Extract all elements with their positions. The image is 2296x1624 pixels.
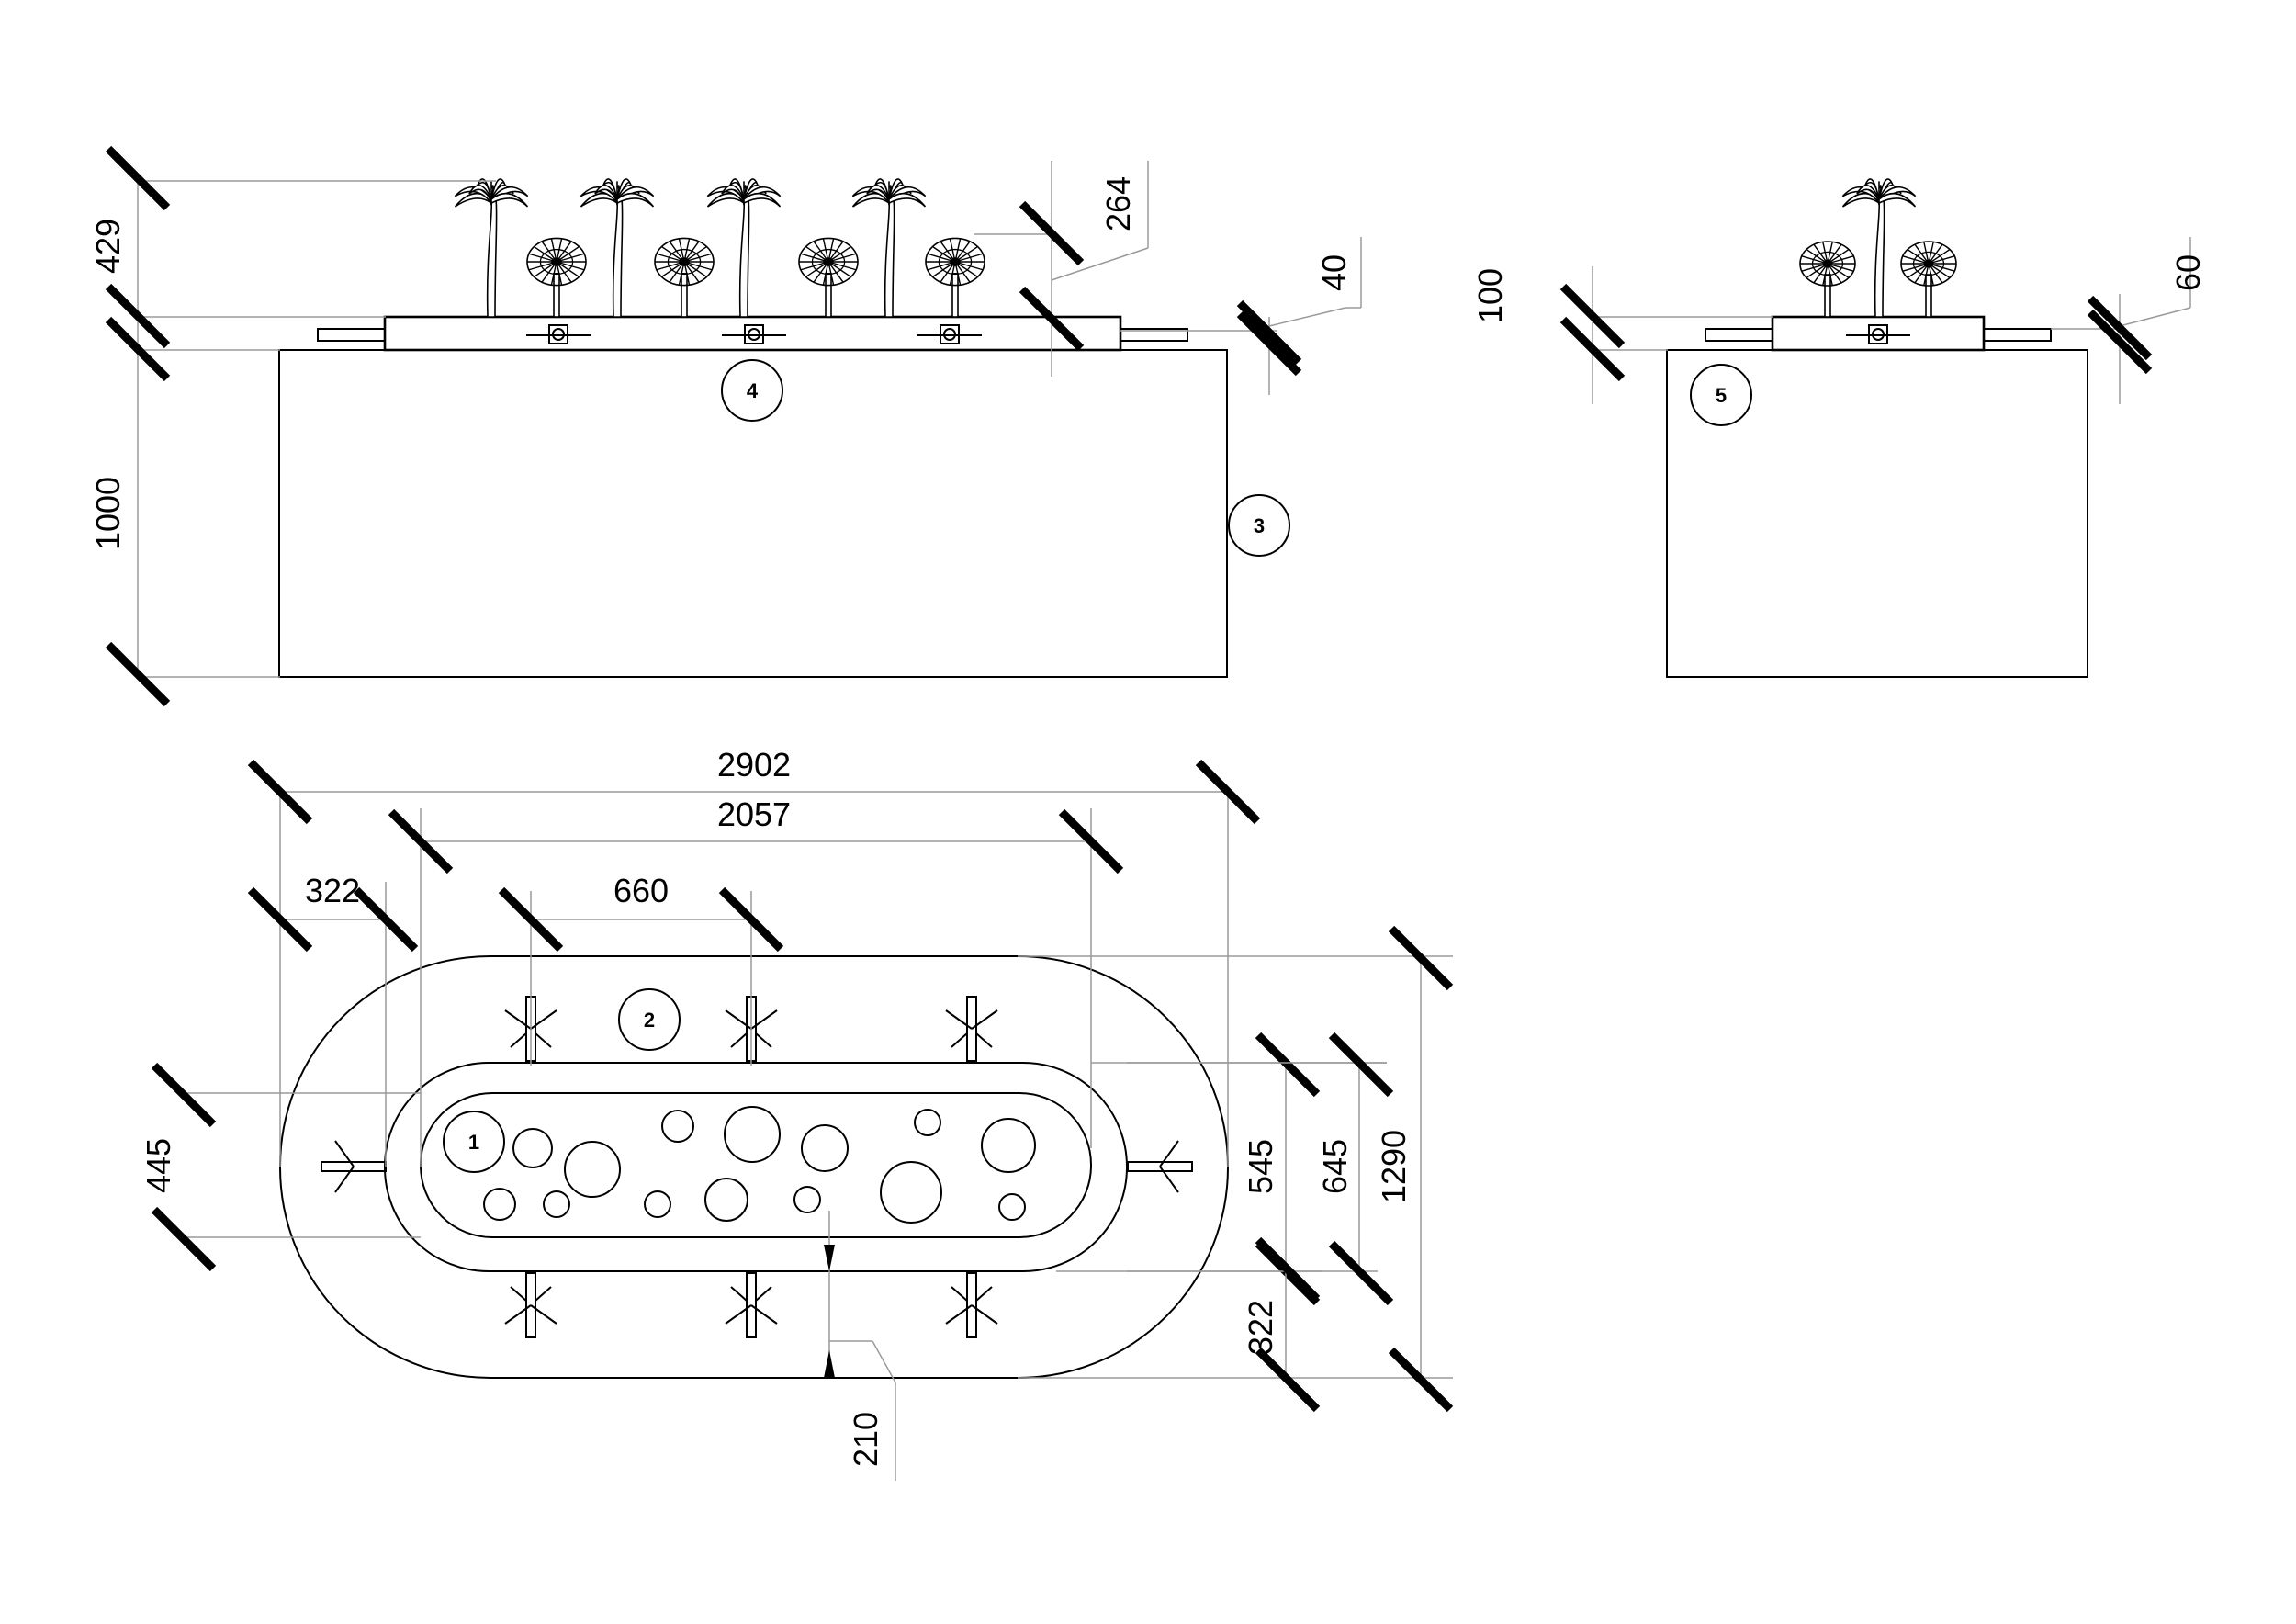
support-bottom-3 xyxy=(945,1272,998,1338)
drainage-hole-14 xyxy=(998,1193,1026,1221)
dim-end-offset: 322 xyxy=(305,872,360,909)
tall-palm-4 xyxy=(851,178,927,318)
front-plants xyxy=(454,178,985,318)
svg-text:3: 3 xyxy=(1254,514,1265,537)
svg-text:2: 2 xyxy=(644,1009,655,1032)
dim-lip-front: 40 xyxy=(1315,254,1353,291)
dim-post-spacing: 660 xyxy=(613,872,669,909)
tall-palm-1 xyxy=(454,178,529,318)
dim-bottom-offset: 322 xyxy=(1242,1300,1279,1355)
front-rail-arm-left xyxy=(317,328,386,342)
drainage-hole-4 xyxy=(724,1106,781,1163)
dim-box-height: 1000 xyxy=(89,477,127,550)
callout-1: 1 xyxy=(443,1111,505,1173)
side-fan-palm-left xyxy=(1799,241,1856,318)
front-elevation-dimensions: 429 1000 264 40 4 3 xyxy=(89,145,1362,707)
drainage-hole-1 xyxy=(512,1128,553,1168)
dim-overall-width: 1290 xyxy=(1375,1130,1412,1203)
side-rail-arm-left xyxy=(1705,328,1773,342)
plan-outer-rim xyxy=(279,955,1229,1379)
tall-palm-3 xyxy=(706,178,782,318)
support-right xyxy=(1127,1140,1193,1193)
dim-rail-height-side: 100 xyxy=(1471,268,1509,323)
fan-palm-4 xyxy=(925,237,985,318)
side-tall-palm xyxy=(1841,178,1917,318)
support-bottom-1 xyxy=(504,1272,557,1338)
support-bottom-2 xyxy=(725,1272,778,1338)
drainage-hole-10 xyxy=(644,1190,671,1218)
front-elevation xyxy=(278,178,1228,678)
support-left xyxy=(321,1140,387,1193)
dim-plant-height: 429 xyxy=(89,219,127,274)
dim-rim-width: 645 xyxy=(1316,1139,1354,1194)
front-top-rail xyxy=(383,315,1122,352)
dim-inner-width: 545 xyxy=(1242,1139,1279,1194)
callout-4: 4 xyxy=(721,359,783,422)
gap-arrow-top xyxy=(824,1245,835,1271)
drainage-hole-11 xyxy=(704,1178,748,1222)
front-clamps xyxy=(526,324,982,344)
side-clamp xyxy=(1846,324,1910,344)
fan-palm-3 xyxy=(798,237,859,318)
dim-rail-height-front: 264 xyxy=(1099,176,1137,231)
drainage-hole-8 xyxy=(483,1188,516,1221)
support-top-3 xyxy=(945,996,998,1062)
fan-palm-1 xyxy=(526,237,587,318)
drainage-hole-3 xyxy=(661,1110,694,1143)
plan-view: 1 2 xyxy=(279,955,1229,1379)
callout-5: 5 xyxy=(1690,364,1752,426)
drainage-hole-13 xyxy=(880,1161,942,1224)
drainage-hole-12 xyxy=(793,1186,821,1213)
dim-lip-side: 60 xyxy=(2169,254,2207,291)
dim-gap: 210 xyxy=(847,1412,884,1467)
dim-overall-length: 2902 xyxy=(717,746,791,784)
front-rail-arm-right xyxy=(1120,328,1188,342)
drainage-hole-2 xyxy=(564,1141,621,1198)
dim-inner-length: 2057 xyxy=(717,795,791,833)
side-plants xyxy=(1799,178,1957,318)
plan-dimensions: 2902 2057 322 660 445 545 645 xyxy=(140,746,1454,1481)
drainage-hole-9 xyxy=(543,1190,570,1218)
tall-palm-2 xyxy=(580,178,655,318)
drainage-hole-6 xyxy=(914,1109,941,1136)
drainage-hole-7 xyxy=(981,1118,1036,1173)
svg-text:5: 5 xyxy=(1716,384,1727,407)
callout-2: 2 xyxy=(618,988,681,1051)
plan-holes xyxy=(483,1106,1036,1224)
callout-3: 3 xyxy=(1228,494,1290,557)
svg-text:4: 4 xyxy=(747,379,759,402)
side-elevation: 100 60 5 xyxy=(1471,178,2207,678)
plan-inner-rim xyxy=(384,1062,1128,1272)
gap-arrow-bottom xyxy=(824,1350,835,1378)
svg-text:1: 1 xyxy=(468,1131,479,1154)
dim-bed-width: 445 xyxy=(140,1138,177,1193)
fan-palm-2 xyxy=(654,237,715,318)
drainage-hole-5 xyxy=(801,1124,849,1172)
side-rail-arm-right xyxy=(1983,328,2052,342)
side-box xyxy=(1666,349,2088,678)
plan-supports xyxy=(321,996,1193,1338)
side-fan-palm-right xyxy=(1900,241,1957,318)
side-top-rail xyxy=(1771,315,1986,352)
support-top-2 xyxy=(725,996,778,1062)
